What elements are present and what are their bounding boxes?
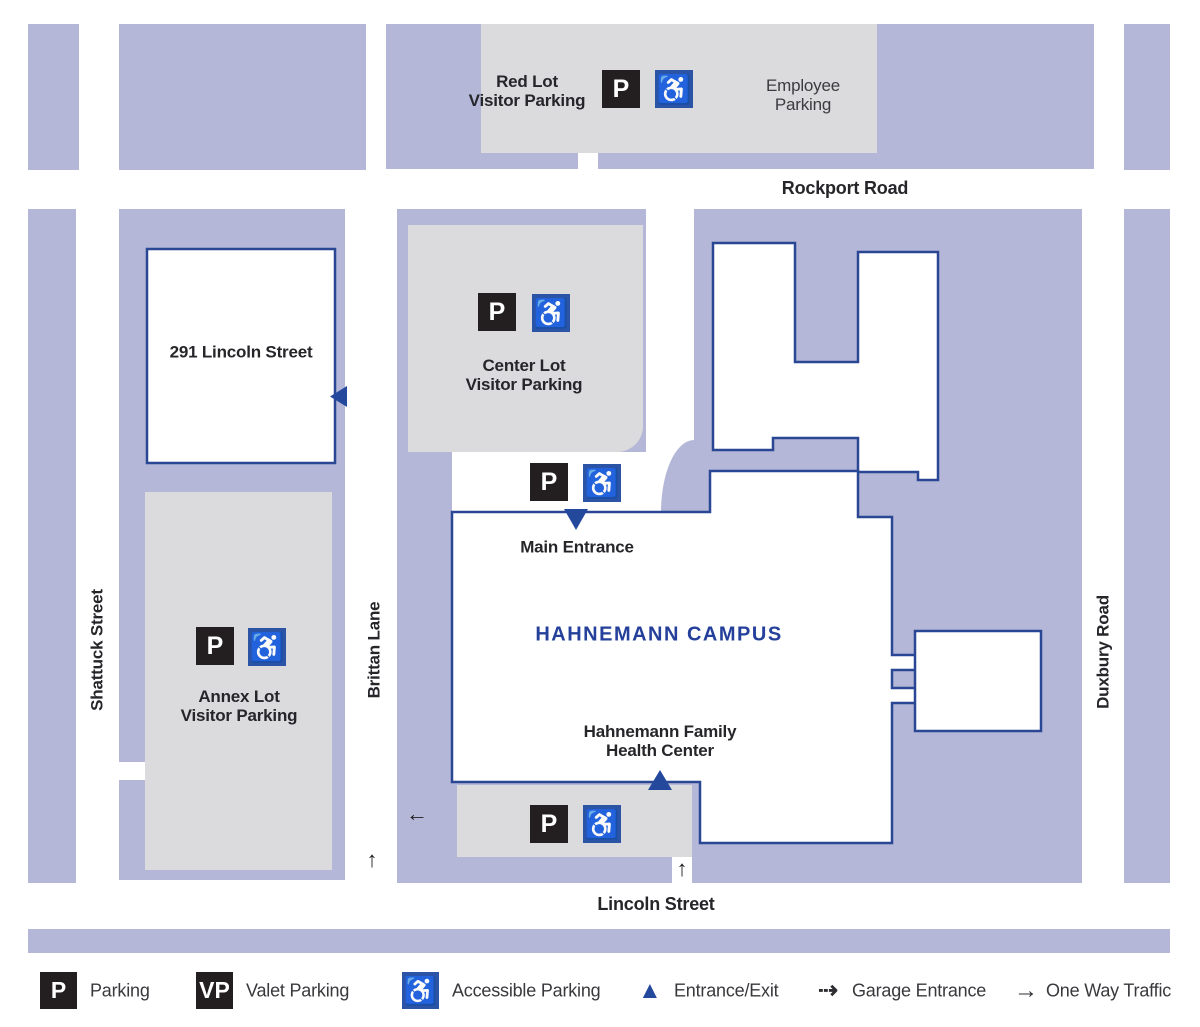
land-block-top-far-right [1124,24,1170,170]
legend-accessible-icon: ♿ [402,972,439,1009]
center-lot-label: Center Lot Visitor Parking [465,355,583,394]
parking-icon: P [602,70,640,108]
one-way-left-arrow-icon: ← [406,801,428,826]
employee-parking-label: Employee Parking [766,75,840,114]
accessible-parking-icon: ♿ [583,805,621,843]
legend-parking-label: Parking [90,980,150,1001]
accessible-parking-icon: ♿ [583,464,621,502]
one-way-up-arrow-icon: ↑ [366,847,378,872]
legend-valet-label: Valet Parking [246,980,350,1001]
accessible-parking-icon: ♿ [532,294,570,332]
health-center-label: Hahnemann Family Health Center [583,721,737,760]
legend-oneway-arrow-icon: → [1014,977,1038,1004]
land-block-top-far-left [28,24,79,170]
rockport-road-label: Rockport Road [781,177,909,198]
land-bar-south-of-lincoln [28,929,1170,953]
legend-parking-icon: P [40,972,77,1009]
legend-garage-arrow-icon: ⇢ [818,977,839,1004]
health-center-lot-area [457,785,692,857]
legend-entrance-triangle-icon: ▲ [638,977,662,1004]
land-strip-below-red-lot-west [386,153,578,169]
land-block-top-left [119,24,366,170]
land-block-east-of-duxbury [1124,209,1170,883]
accessible-parking-icon: ♿ [655,70,693,108]
accessible-parking-icon: ♿ [248,628,286,666]
red-lot-label: Red Lot Visitor Parking [468,71,586,110]
parking-icon: P [530,463,568,501]
shattuck-street-label: Shattuck Street [87,589,107,711]
parking-icon: P [196,627,234,665]
land-block-west-of-shattuck [28,209,76,883]
hahnemann-campus-label: HAHNEMANN CAMPUS [535,623,783,646]
legend-garage-label: Garage Entrance [852,980,987,1001]
lincoln-street-label: Lincoln Street [597,893,715,914]
legend-accessible-label: Accessible Parking [452,980,601,1001]
red-lot-driveway [578,153,598,169]
annex-lot-area [145,492,332,870]
legend-entrance-label: Entrance/Exit [674,980,779,1001]
parking-icon: P [478,293,516,331]
annex-lot-label: Annex Lot Visitor Parking [180,686,298,725]
campus-access-road [646,209,694,455]
land-strip-below-red-lot-east [598,153,1094,169]
main-entrance-label: Main Entrance [520,537,634,557]
parking-icon: P [530,805,568,843]
center-lot-area [408,225,643,452]
lincoln-street-driveway [672,857,692,884]
annex-exit-driveway [119,762,146,780]
duxbury-road-label: Duxbury Road [1093,595,1113,709]
main-entrance-drive [452,452,694,512]
legend-oneway-label: One Way Traffic [1046,980,1172,1001]
legend-valet-icon: VP [196,972,233,1009]
brittan-lane-label: Brittan Lane [364,601,384,699]
one-way-up-arrow-icon: ↑ [676,856,688,881]
building-291-label: 291 Lincoln Street [169,342,313,362]
